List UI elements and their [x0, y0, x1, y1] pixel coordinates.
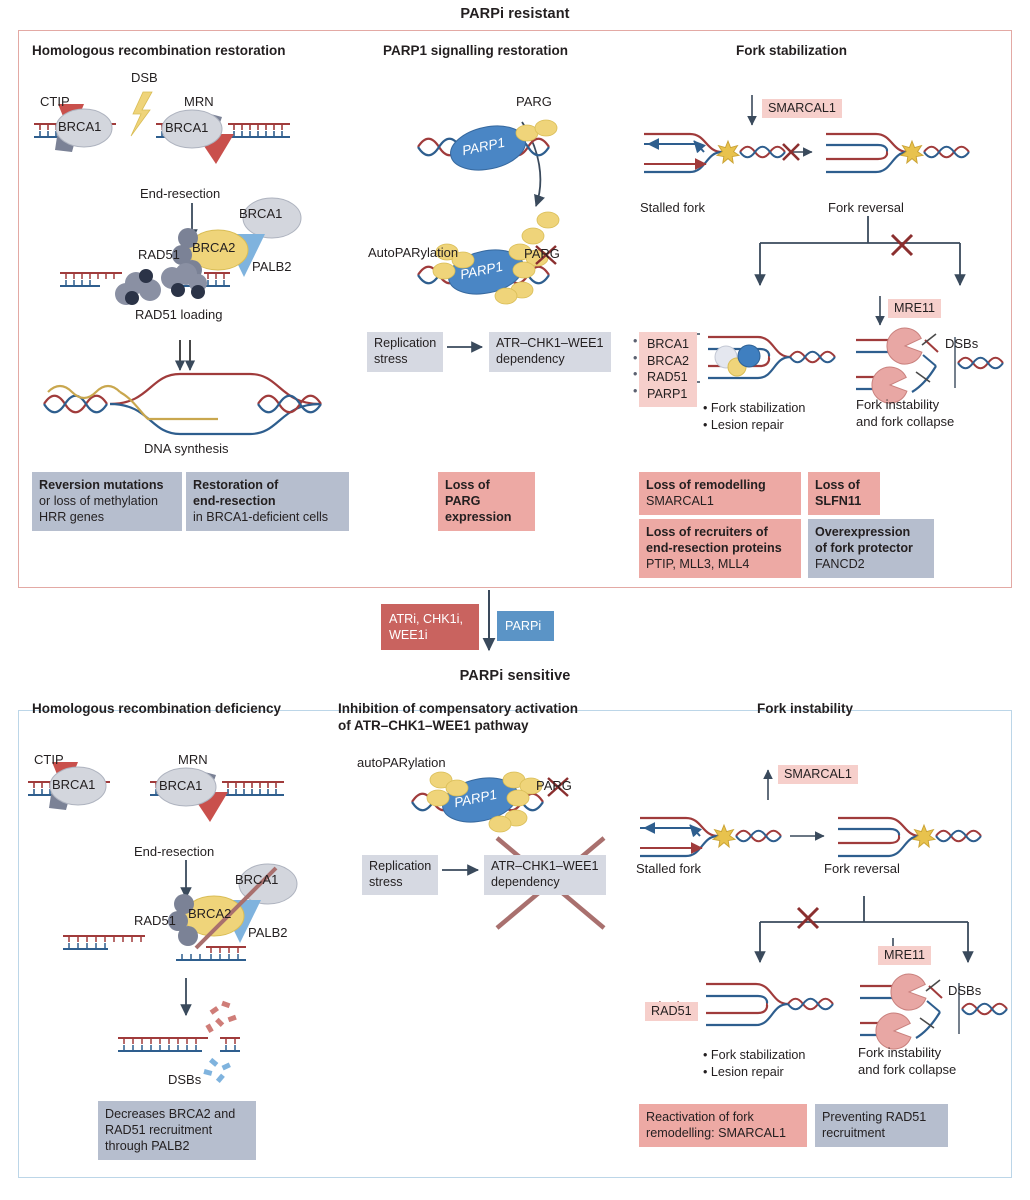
label-dsbs-fork-bottom: DSBs	[948, 983, 982, 998]
outcome-reversion-mutations-bold: Reversion mutations	[39, 478, 164, 492]
bullets-fork-stabilization-bottom: Fork stabilization Lesion repair	[703, 1047, 806, 1081]
tag-smarcal1-top: SMARCAL1	[762, 99, 842, 118]
tag-atr-chk1-wee1-dependency-bottom: ATR–CHK1–WEE1 dependency	[484, 855, 606, 896]
tag-rad51-crossed-bottom: RAD51	[645, 1002, 698, 1021]
label-ctip-top: CTIP	[40, 94, 70, 109]
label-dna-synthesis-top: DNA synthesis	[144, 441, 229, 456]
label-parg-top: PARG	[516, 94, 552, 109]
label-rad51-bottom: RAD51	[134, 913, 176, 928]
outcome-restoration-end-resection-rest: in BRCA1-deficient cells	[193, 510, 329, 525]
tag-mre11-bottom: MRE11	[878, 946, 932, 965]
banner-title-parpi-sensitive: PARPi sensitive	[459, 668, 571, 684]
label-parg-crossed-top: PARG	[524, 246, 560, 261]
label-stalled-fork-top: Stalled fork	[640, 200, 706, 215]
label-fork-instability-collapse-bottom: Fork instability and fork collapse	[858, 1045, 957, 1077]
outcome-reactivation-smarcal1: Reactivation of fork remodelling: SMARCA…	[639, 1104, 807, 1148]
bullet-fork-stabilization: Fork stabilization	[703, 400, 806, 417]
drug-box-atri-chk1i-wee1i: ATRi, CHK1i, WEE1i	[381, 604, 479, 651]
outcome-overexpression-fancd2-rest: FANCD2	[815, 557, 865, 572]
column-title-hr-restoration: Homologous recombination restoration	[32, 43, 286, 58]
list-bullets-fork-proteins: ••••	[633, 334, 638, 398]
bullet-lesion-repair: Lesion repair	[703, 417, 805, 434]
label-dsbs-top: DSBs	[945, 336, 979, 351]
tag-replication-stress-top: Replication stress	[367, 332, 444, 373]
label-end-resection-top: End-resection	[140, 186, 221, 201]
list-item-rad51: RAD51	[647, 370, 688, 385]
column-title-hr-deficiency: Homologous recombination deficiency	[32, 701, 282, 716]
drug-box-parpi: PARPi	[497, 611, 554, 642]
bullets-fork-stabilization-top: Fork stabilization Lesion repair	[703, 400, 806, 434]
outcome-reversion-mutations-rest: or loss of methylation HRR genes	[39, 494, 158, 525]
banner-title-parpi-resistant: PARPi resistant	[460, 6, 570, 22]
label-parg-crossed-bottom: PARG	[536, 778, 572, 793]
tag-atr-chk1-wee1-dependency-top: ATR–CHK1–WEE1 dependency	[489, 332, 611, 373]
label-palb2-top: PALB2	[252, 259, 292, 274]
label-dsbs-bottom: DSBs	[168, 1072, 202, 1087]
outcome-loss-of-slfn11-bold: Loss of SLFN11	[815, 478, 862, 509]
outcome-loss-of-parg-bold: Loss of PARG expression	[445, 478, 512, 525]
column-title-fork-instability: Fork instability	[757, 701, 854, 716]
label-end-resection-bottom: End-resection	[134, 844, 215, 859]
label-palb2-bottom: PALB2	[248, 925, 288, 940]
tag-smarcal1-bottom: SMARCAL1	[778, 765, 858, 784]
outcome-loss-of-remodelling-rest: SMARCAL1	[646, 494, 714, 509]
label-fork-instability-collapse-top: Fork instability and fork collapse	[856, 397, 955, 429]
label-autoparylation-bottom: autoPARylation	[357, 755, 446, 770]
label-fork-reversal-top: Fork reversal	[828, 200, 904, 215]
outcome-preventing-rad51-recruitment: Preventing RAD51 recruitment	[815, 1104, 948, 1148]
label-dsb-top: DSB	[131, 70, 158, 85]
outcome-loss-of-remodelling-bold: Loss of remodelling	[646, 478, 766, 492]
label-ctip-bottom: CTIP	[34, 752, 64, 767]
outcome-restoration-end-resection-bold: Restoration of end-resection	[193, 478, 279, 509]
label-brca1-complex-top: BRCA1	[239, 206, 283, 221]
label-rad51-top: RAD51	[138, 247, 180, 262]
label-brca2-bottom: BRCA2	[188, 906, 232, 921]
outcome-loss-of-recruiters: Loss of recruiters of end-resection prot…	[639, 519, 801, 579]
outcome-loss-of-recruiters-rest: PTIP, MLL3, MLL4	[646, 557, 750, 572]
label-brca1-complex-bottom: BRCA1	[235, 872, 279, 887]
list-item-brca1: BRCA1	[647, 337, 689, 351]
outcome-decreases-brca2-rad51: Decreases BRCA2 and RAD51 recruitment th…	[98, 1101, 256, 1161]
label-autoparylation-top: AutoPARylation	[368, 245, 459, 260]
outcome-overexpression-fancd2-bold: Overexpression of fork protector	[815, 525, 913, 556]
label-brca1-left-top: BRCA1	[58, 119, 102, 134]
column-title-fork-stabilization: Fork stabilization	[736, 43, 848, 58]
tag-replication-stress-bottom: Replication stress	[362, 855, 439, 896]
label-brca1-right-top: BRCA1	[165, 120, 209, 135]
label-mrn-top: MRN	[184, 94, 214, 109]
label-stalled-fork-bottom: Stalled fork	[636, 861, 702, 876]
label-brca1-right-bottom: BRCA1	[159, 778, 203, 793]
outcome-loss-of-parg: Loss of PARG expression	[438, 472, 535, 532]
label-fork-reversal-bottom: Fork reversal	[824, 861, 900, 876]
label-mrn-bottom: MRN	[178, 752, 208, 767]
outcome-loss-of-recruiters-bold: Loss of recruiters of end-resection prot…	[646, 525, 782, 556]
list-fork-proteins-top: BRCA1 BRCA2 RAD51 PARP1	[639, 332, 697, 408]
list-item-parp1: PARP1	[647, 386, 688, 401]
column-title-atr-inhibition: Inhibition of compensatory activation of…	[338, 701, 579, 733]
label-rad51-loading-top: RAD51 loading	[135, 307, 223, 322]
bullet-lesion-repair-b: Lesion repair	[703, 1064, 805, 1081]
label-brca2-top: BRCA2	[192, 240, 236, 255]
column-title-parp1-signalling: PARP1 signalling restoration	[383, 43, 569, 58]
outcome-loss-of-slfn11: Loss of SLFN11	[808, 472, 880, 516]
outcome-reversion-mutations: Reversion mutations or loss of methylatio…	[32, 472, 182, 532]
bullet-fork-stabilization-b: Fork stabilization	[703, 1047, 806, 1064]
tag-mre11-top: MRE11	[888, 299, 942, 318]
label-brca1-left-bottom: BRCA1	[52, 777, 96, 792]
list-item-brca2: BRCA2	[647, 353, 689, 368]
